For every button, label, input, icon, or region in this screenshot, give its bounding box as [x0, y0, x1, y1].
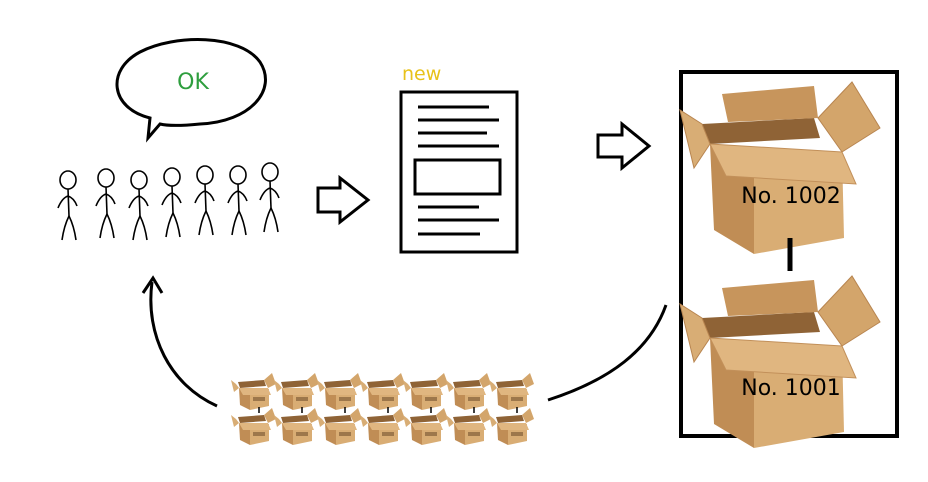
stick-figure-icon: [95, 168, 116, 239]
small-box-icon: [360, 373, 405, 410]
small-box-icon: [317, 373, 362, 410]
document-label: new: [402, 63, 441, 85]
stick-figure-icon: [194, 165, 215, 236]
small-box-icon: [317, 408, 362, 445]
small-box-icon: [360, 408, 405, 445]
stick-figure-icon: [227, 165, 248, 236]
arrow-right-icon: [316, 174, 371, 226]
small-boxes-grid: [231, 373, 534, 445]
arrow-right-icon: [596, 120, 652, 172]
curved-arrow-icon: [547, 304, 668, 402]
speech-bubble-icon: [115, 38, 267, 143]
small-box-icon: [231, 408, 276, 445]
stick-figure-icon: [128, 170, 149, 241]
small-box-icon: [403, 408, 448, 445]
document-icon: [399, 90, 519, 254]
crowd: [57, 162, 280, 241]
small-box-icon: [403, 373, 448, 410]
small-box-icon: [274, 408, 319, 445]
small-box-icon: [489, 373, 534, 410]
small-box-icon: [274, 373, 319, 410]
curved-arrow-icon: [141, 275, 218, 408]
box-label-upper: No. 1002: [741, 184, 841, 209]
stick-figure-icon: [259, 162, 280, 233]
small-box-icon: [446, 408, 491, 445]
box-label-lower: No. 1001: [741, 376, 841, 401]
small-box-icon: [231, 373, 276, 410]
stick-figure-icon: [161, 167, 182, 238]
stick-figure-icon: [57, 170, 78, 241]
small-box-icon: [446, 373, 491, 410]
small-box-icon: [489, 408, 534, 445]
speech-text: OK: [177, 70, 209, 95]
